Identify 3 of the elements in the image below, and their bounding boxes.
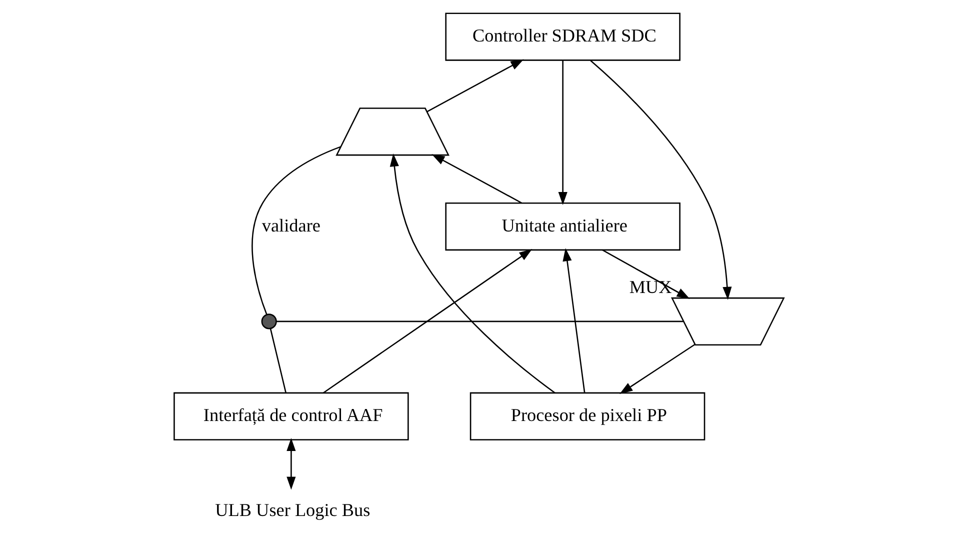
node-text: ULB User Logic Bus: [214, 500, 370, 520]
node-label: MUX: [628, 277, 672, 298]
edge-label: validare: [261, 215, 320, 236]
